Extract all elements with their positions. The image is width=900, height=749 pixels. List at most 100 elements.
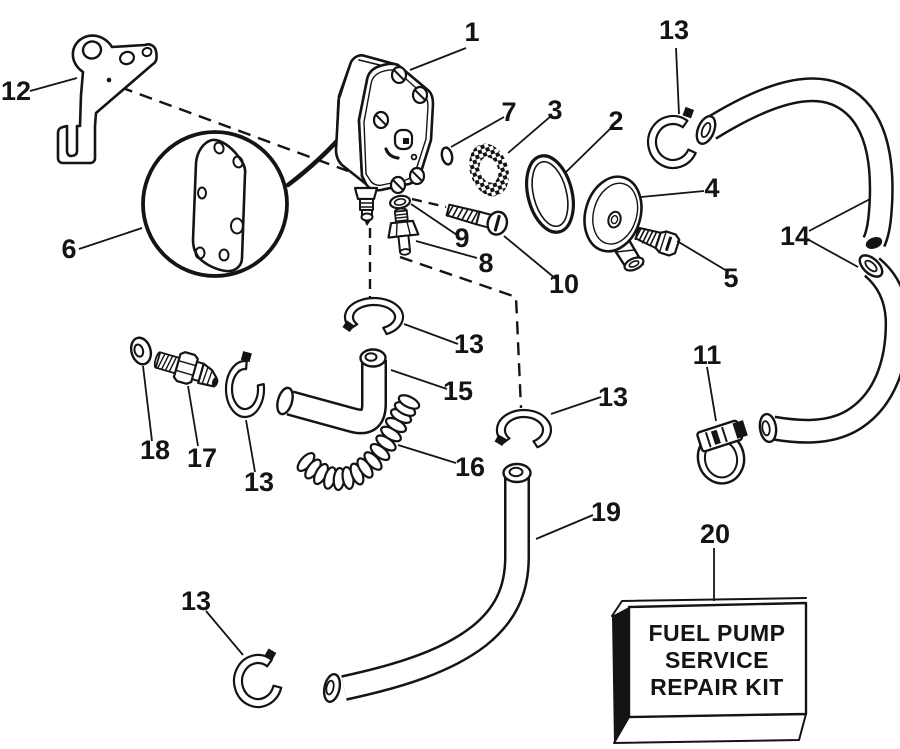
- part-label-20: 20: [700, 519, 730, 549]
- cover-spout-band: [615, 249, 635, 253]
- part-label-13-right: 13: [598, 382, 628, 412]
- bracket-hole-large: [81, 40, 103, 60]
- part-11-clamp: [696, 419, 748, 485]
- part-19-hose: [322, 462, 532, 703]
- part-13-clip-top: [647, 106, 697, 170]
- part-label-12: 12: [1, 76, 31, 106]
- fitting-dark-tip: [211, 377, 219, 387]
- part-3-filter-screen: [469, 143, 509, 197]
- cover-disc: [583, 175, 643, 253]
- clip-tab: [494, 434, 507, 446]
- screw-threads: [634, 227, 658, 246]
- part-4-pump-cover: [583, 175, 645, 272]
- part-label-13-bottom: 13: [181, 586, 211, 616]
- bracket-hole-small: [141, 46, 153, 58]
- hose-body: [341, 474, 528, 699]
- part-14-hose-upper: [695, 77, 894, 249]
- part-10-screw: [445, 203, 509, 236]
- part-18-washer: [129, 336, 153, 366]
- part-label-14: 14: [780, 221, 810, 251]
- bracket-outline: [56, 34, 158, 165]
- part-2-o-ring: [525, 154, 575, 234]
- gasket-hole: [218, 248, 230, 262]
- dashed-line-pump-to-hose19: [399, 255, 523, 409]
- o-ring-outer: [525, 154, 575, 234]
- o-ring-inner: [393, 198, 407, 206]
- label-leader-lines: [29, 47, 871, 656]
- gasket-hole: [194, 246, 206, 260]
- part-label-16: 16: [455, 452, 485, 482]
- part-label-10: 10: [549, 269, 579, 299]
- part-16-spring: [296, 394, 421, 492]
- o-ring: [440, 146, 454, 166]
- hose-end-cap: [865, 237, 883, 249]
- gasket-hole: [197, 186, 207, 200]
- pump-cover-inner-contour: [363, 69, 429, 186]
- clamp-screw-block: [732, 420, 748, 439]
- part-5-screw: [634, 226, 681, 257]
- clamp-housing: [696, 419, 748, 453]
- part-label-13-top: 13: [659, 15, 689, 45]
- part-6-gasket-inset: [141, 128, 349, 278]
- kit-box-front-face: [627, 601, 808, 719]
- part-label-2: 2: [608, 106, 623, 136]
- part-8-fitting: [387, 207, 420, 256]
- fitting-hex-nut: [172, 351, 199, 385]
- kit-box-text-line2: SERVICE: [665, 647, 769, 673]
- o-ring-inner: [531, 160, 569, 228]
- part-17-fitting: [153, 351, 219, 388]
- screw-head-slot: [493, 214, 501, 232]
- part-label-8: 8: [478, 248, 493, 278]
- part-labels: 1 12 13 7 3 2 4 14 5 6 9 8 10 13 15 13 1…: [1, 15, 810, 616]
- hose-open-end: [758, 412, 778, 444]
- part-label-11: 11: [693, 340, 722, 370]
- part-label-17: 17: [187, 443, 217, 473]
- clip-ring: [343, 296, 405, 336]
- kit-box-top-edge: [611, 597, 807, 617]
- part-13-clip-mid: [342, 296, 405, 336]
- part-label-1: 1: [464, 17, 479, 47]
- part-label-6: 6: [61, 234, 76, 264]
- pump-outlet-nozzle: [353, 186, 379, 226]
- fitting-hex-flange: [387, 219, 420, 239]
- part-12-bracket: [56, 34, 158, 165]
- o-ring-outer: [388, 194, 412, 210]
- washer-hole: [133, 343, 145, 358]
- part-label-4: 4: [704, 173, 719, 203]
- gasket-hole: [232, 155, 244, 169]
- hose-open-end: [322, 673, 342, 703]
- screw-head-slot: [665, 236, 672, 251]
- kit-box-text-line1: FUEL PUMP: [649, 620, 786, 646]
- part-20-kit-box: FUEL PUMP SERVICE REPAIR KIT: [611, 597, 808, 744]
- part-label-13-mid: 13: [454, 329, 484, 359]
- part-1-fuel-pump-body: [334, 54, 435, 226]
- part-label-15: 15: [443, 376, 473, 406]
- part-9-o-ring: [388, 194, 412, 210]
- hose-open-end: [858, 254, 884, 278]
- part-label-5: 5: [723, 263, 738, 293]
- cover-spout-end: [623, 256, 645, 272]
- part-label-7: 7: [501, 97, 516, 127]
- hose-body: [287, 360, 385, 432]
- part-label-3: 3: [547, 95, 562, 125]
- bracket-rivet-dot: [106, 77, 112, 83]
- part-label-9: 9: [454, 223, 469, 253]
- fitting-threads: [157, 352, 178, 373]
- clip-tab: [264, 648, 277, 661]
- screw-thread-body: [445, 203, 481, 226]
- dashed-line-oring-to-screw: [411, 197, 447, 209]
- spring-coils: [296, 394, 421, 492]
- part-13-clip-bottom: [232, 648, 283, 709]
- hose-open-end: [695, 115, 717, 145]
- clip-ring: [232, 653, 283, 709]
- part-15-hose-elbow: [276, 348, 387, 435]
- clip-ring: [647, 114, 697, 170]
- hose-end-hole: [508, 466, 524, 478]
- part-13-clip-left: [224, 351, 266, 419]
- clip-tab: [240, 351, 252, 363]
- fitting-bottom-cap: [399, 248, 411, 256]
- kit-box-text-line3: REPAIR KIT: [650, 674, 784, 700]
- clip-ring: [495, 408, 552, 449]
